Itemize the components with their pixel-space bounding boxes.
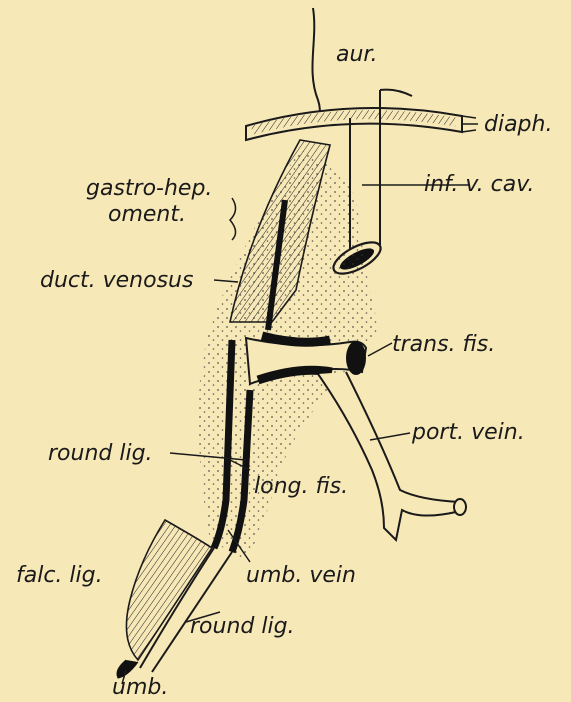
label-round-lig-lower: round lig.: [190, 616, 295, 638]
label-umb: umb.: [112, 677, 168, 699]
label-port-vein: port. vein.: [412, 422, 525, 444]
label-umb-vein: umb. vein: [246, 565, 356, 587]
label-inf-v-cav: inf. v. cav.: [424, 174, 534, 196]
label-long-fis: long. fis.: [254, 476, 348, 498]
label-falc-lig: falc. lig.: [16, 565, 103, 587]
label-duct-venosus: duct. venosus: [40, 270, 193, 292]
label-gastro-hep: gastro-hep.: [86, 178, 212, 200]
label-diaph: diaph.: [484, 114, 552, 136]
label-aur: aur.: [336, 44, 377, 66]
label-oment: oment.: [108, 204, 186, 226]
portal-vein: [318, 372, 466, 540]
label-round-lig-upper: round lig.: [48, 443, 153, 465]
label-trans-fis: trans. fis.: [392, 334, 495, 356]
falciform-ligament: [126, 520, 212, 660]
diaphragm: [246, 108, 478, 140]
auricle-thread: [312, 8, 320, 124]
